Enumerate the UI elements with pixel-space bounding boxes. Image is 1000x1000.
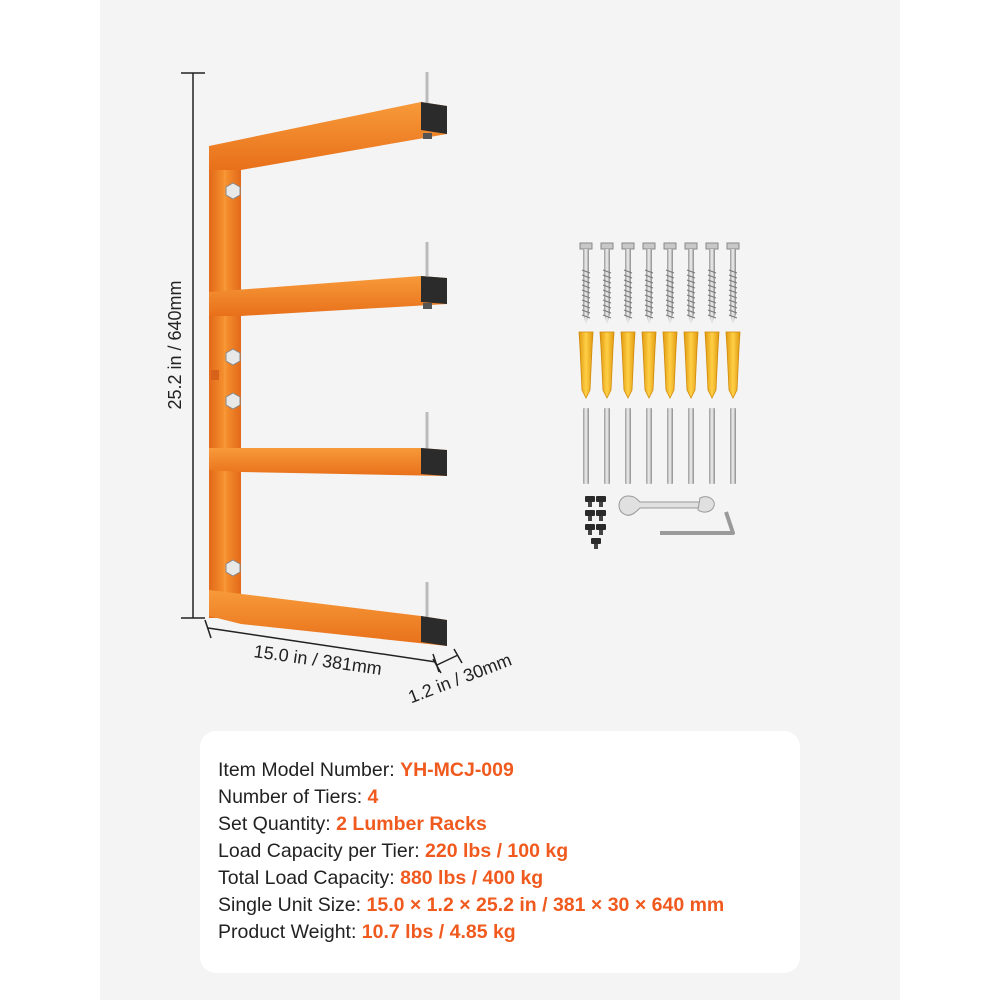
pin-rod-icon: [688, 408, 694, 484]
spec-label: Product Weight:: [218, 921, 362, 943]
spec-row-quantity: Set Quantity: 2 Lumber Racks: [218, 811, 724, 838]
rack-arm-4: [209, 582, 447, 646]
rack-arm-2: [209, 242, 447, 316]
lag-screw-icon: [600, 242, 614, 325]
pin-rod-icon: [730, 408, 736, 484]
spec-label: Total Load Capacity:: [218, 867, 401, 889]
spec-row-weight: Product Weight: 10.7 lbs / 4.85 kg: [218, 919, 724, 946]
hex-bolt-icon: [596, 496, 606, 502]
spec-label: Number of Tiers:: [218, 786, 368, 808]
spec-list: Item Model Number: YH-MCJ-009 Number of …: [218, 757, 724, 946]
pin-rod-icon: [604, 408, 610, 484]
lag-screw-icon: [642, 242, 656, 325]
wall-anchor-icon: [599, 331, 615, 399]
spec-row-total-capacity: Total Load Capacity: 880 lbs / 400 kg: [218, 865, 724, 892]
height-dimension: 25.2 in / 640mm: [165, 72, 205, 619]
lag-screw-icon: [705, 242, 719, 325]
hex-key-icon: [660, 511, 735, 535]
pin-rod-icon: [709, 408, 715, 484]
lag-screw-icon: [621, 242, 635, 325]
pin-rod-icon: [646, 408, 652, 484]
hex-bolt-icon: [596, 510, 606, 516]
pin-rod-icon: [625, 408, 631, 484]
spec-row-model: Item Model Number: YH-MCJ-009: [218, 757, 724, 784]
wall-anchor-icon: [704, 331, 720, 399]
hex-bolt-icon: [585, 496, 595, 502]
spec-label: Item Model Number:: [218, 759, 401, 781]
wall-anchor-icon: [578, 331, 594, 399]
spec-value: 220 lbs / 100 kg: [425, 840, 569, 862]
hex-bolt-icon: [585, 510, 595, 516]
spec-label: Single Unit Size:: [218, 894, 367, 916]
hex-bolt-icon: [596, 524, 606, 530]
spec-value: 880 lbs / 400 kg: [400, 867, 544, 889]
lumber-rack: [209, 72, 447, 646]
spec-row-tier-capacity: Load Capacity per Tier: 220 lbs / 100 kg: [218, 838, 724, 865]
spec-value: 4: [367, 786, 379, 808]
lag-screw-icon: [684, 242, 698, 325]
spec-value: 15.0 × 1.2 × 25.2 in / 381 × 30 × 640 mm: [366, 894, 725, 916]
wall-anchor-icon: [683, 331, 699, 399]
wall-anchor-icon: [641, 331, 657, 399]
pin-rod-icon: [583, 408, 589, 484]
spec-label: Load Capacity per Tier:: [218, 840, 426, 862]
wall-anchor-icon: [662, 331, 678, 399]
wrench-icon: [618, 495, 701, 516]
spec-value: YH-MCJ-009: [400, 759, 514, 781]
lag-screw-icon: [663, 242, 677, 325]
hex-bolt-icon: [591, 538, 601, 544]
pin-rod-icon: [667, 408, 673, 484]
wall-anchor-icon: [725, 331, 741, 399]
post-bolts: [225, 182, 241, 577]
spec-label: Set Quantity:: [218, 813, 337, 835]
height-label: 25.2 in / 640mm: [165, 280, 185, 409]
spec-card: [200, 731, 800, 973]
wall-anchor-icon: [620, 331, 636, 399]
lag-screw-icon: [579, 242, 593, 325]
hex-bolt-icon: [585, 524, 595, 530]
width-label: 15.0 in / 381mm: [253, 641, 384, 679]
rack-arm-3: [209, 412, 447, 476]
spec-row-unit-size: Single Unit Size: 15.0 × 1.2 × 25.2 in /…: [218, 892, 724, 919]
hardware-kit: [578, 242, 741, 549]
rack-arm-1: [209, 72, 447, 170]
spec-value: 2 Lumber Racks: [336, 813, 487, 835]
depth-dimension: 1.2 in / 30mm: [405, 648, 514, 707]
spec-row-tiers: Number of Tiers: 4: [218, 784, 724, 811]
spec-value: 10.7 lbs / 4.85 kg: [361, 921, 516, 943]
lag-screw-icon: [726, 242, 740, 325]
